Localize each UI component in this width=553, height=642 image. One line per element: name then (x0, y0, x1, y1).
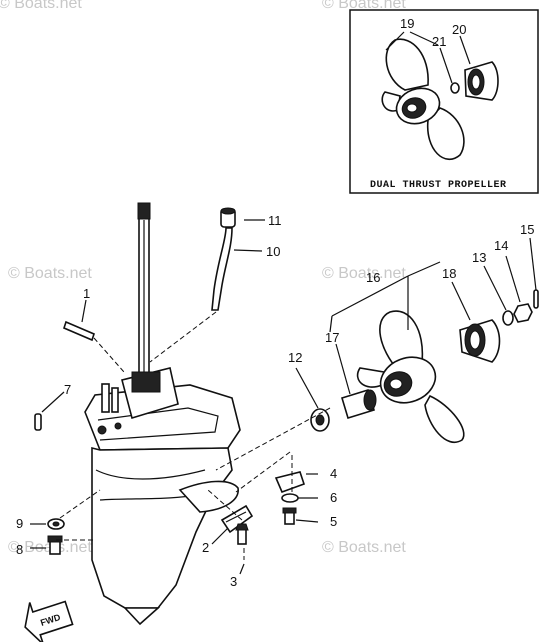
part-label-17: 17 (325, 330, 339, 345)
part-label-11: 11 (268, 213, 282, 228)
shift-rod (211, 207, 236, 311)
watermark: © Boats.net (8, 265, 92, 282)
part-label-8: 8 (16, 542, 23, 557)
part-label-14: 14 (494, 238, 508, 253)
water-pump-housing (101, 367, 179, 420)
part-label-16: 16 (366, 270, 380, 285)
watermark: © Boats.net (322, 539, 406, 556)
part-label-1: 1 (83, 286, 90, 301)
part-label-21: 21 (432, 34, 446, 49)
part-label-15: 15 (520, 222, 534, 237)
part-label-18: 18 (442, 266, 456, 281)
part-label-7: 7 (64, 382, 71, 397)
watermark: © Boats.net (322, 0, 406, 12)
assembly-lines (56, 311, 331, 560)
inset-caption: DUAL THRUST PROPELLER (370, 180, 507, 191)
trim-tab (220, 504, 254, 545)
part-label-6: 6 (330, 490, 337, 505)
prop-nut-set (502, 289, 539, 326)
drive-shaft (137, 202, 151, 406)
part-label-2: 2 (202, 540, 209, 555)
part-label-3: 3 (230, 574, 237, 589)
forward-arrow: FWD (24, 600, 74, 642)
thrust-washer (310, 408, 330, 432)
propeller-spacer (459, 319, 501, 363)
propeller (356, 310, 465, 443)
spacer (341, 388, 377, 420)
lower-case-housing (84, 384, 241, 626)
watermark: © Boats.net (322, 265, 406, 282)
dowel-pin (34, 413, 42, 431)
part-label-13: 13 (472, 250, 486, 265)
part-label-4: 4 (330, 466, 337, 481)
part-label-12: 12 (288, 350, 302, 365)
drain-plug (47, 518, 65, 555)
part-label-10: 10 (266, 244, 280, 259)
part-label-5: 5 (330, 514, 337, 529)
leader-lines (30, 219, 537, 575)
watermark: © Boats.net (0, 0, 82, 12)
inset-box: 19 20 21 DUAL THRUST PROPELLER (349, 9, 539, 194)
part-label-9: 9 (16, 516, 23, 531)
stud-bolt (63, 320, 125, 373)
part-label-20: 20 (452, 22, 466, 37)
part-label-19: 19 (400, 16, 414, 31)
